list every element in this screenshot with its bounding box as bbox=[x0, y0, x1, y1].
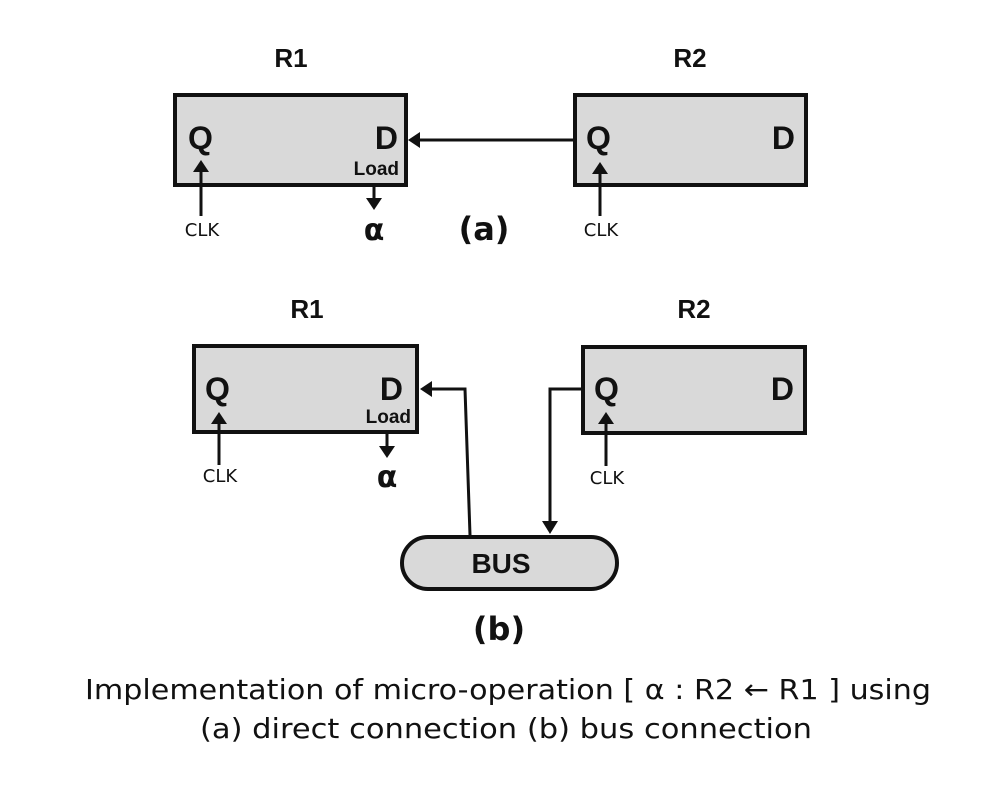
arrow-up-icon bbox=[592, 162, 608, 174]
arrow-up-icon bbox=[193, 160, 209, 172]
diagram-b-label: (b) bbox=[473, 610, 525, 648]
r1-clk-label-b: CLK bbox=[203, 466, 239, 487]
r2-clk-label-b: CLK bbox=[590, 468, 626, 489]
r1-title-a: R1 bbox=[274, 43, 307, 73]
r2-clk-label-a: CLK bbox=[584, 220, 620, 241]
r1-q-port-b: Q bbox=[205, 371, 230, 407]
register-r2-b bbox=[581, 345, 807, 435]
r2-d-port-b: D bbox=[771, 371, 794, 407]
r1-d-port-b: D bbox=[380, 371, 403, 407]
r2-q-port-a: Q bbox=[586, 120, 611, 156]
diagram-a: R1 Q D Load CLK α R2 Q D CLK (a) bbox=[173, 43, 808, 248]
arrow-left-icon bbox=[420, 381, 432, 397]
caption-line-1: Implementation of micro-operation [ α : … bbox=[85, 673, 931, 706]
r1-load-label-a: Load bbox=[354, 159, 399, 180]
r1-title-b: R1 bbox=[290, 294, 323, 324]
r1-load-label-b: Load bbox=[366, 407, 411, 428]
arrow-down-icon bbox=[379, 446, 395, 458]
bus-label: BUS bbox=[471, 548, 530, 579]
r2-d-port-a: D bbox=[772, 120, 795, 156]
r2-title-b: R2 bbox=[677, 294, 710, 324]
arrow-up-icon bbox=[211, 412, 227, 424]
diagram-b: R1 Q D Load CLK α R2 Q D CLK BUS (b) bbox=[192, 294, 807, 648]
arrow-down-icon bbox=[542, 521, 558, 534]
r2-to-bus-wire bbox=[548, 387, 581, 522]
r1-clk-label-a: CLK bbox=[185, 220, 221, 241]
bus-to-r1-wire bbox=[430, 387, 472, 536]
alpha-control-b: α bbox=[377, 460, 398, 495]
arrow-up-icon bbox=[598, 412, 614, 424]
caption-line-2: (a) direct connection (b) bus connection bbox=[200, 712, 812, 745]
r1-d-port-a: D bbox=[375, 120, 398, 156]
r2-q-port-b: Q bbox=[594, 371, 619, 407]
r2-title-a: R2 bbox=[673, 43, 706, 73]
register-r1-a bbox=[173, 93, 408, 187]
diagram-a-label: (a) bbox=[459, 210, 510, 248]
register-r1-b bbox=[192, 344, 419, 434]
arrow-down-icon bbox=[366, 198, 382, 210]
r1-q-port-a: Q bbox=[188, 120, 213, 156]
alpha-control-a: α bbox=[364, 213, 385, 248]
bus bbox=[400, 535, 619, 591]
register-r2-a bbox=[573, 93, 808, 187]
arrow-left-icon bbox=[408, 132, 420, 148]
